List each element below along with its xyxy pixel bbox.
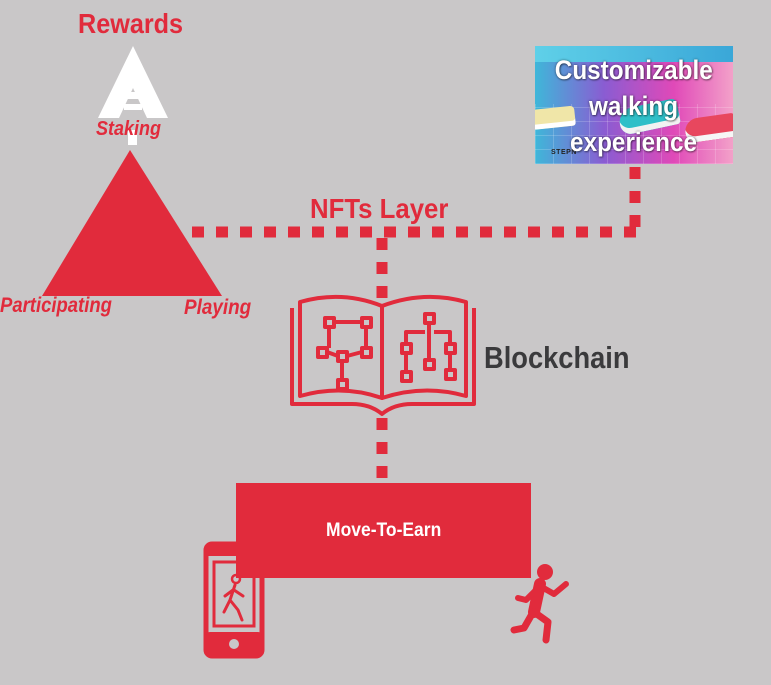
blockchain-label: Blockchain (484, 340, 630, 375)
pyramid-triangle-icon (42, 150, 222, 296)
caption-line-1: Customizable (555, 55, 713, 85)
move-to-earn-box: Move-To-Earn (236, 483, 531, 578)
move-to-earn-label: Move-To-Earn (325, 519, 442, 541)
up-arrow-icon (98, 46, 168, 145)
media-card-top-strip (535, 46, 733, 62)
playing-label: Playing (184, 296, 252, 319)
open-book-flowchart-icon (290, 294, 476, 416)
media-card-brand: STEPN (551, 149, 577, 156)
rewards-label: Rewards (78, 8, 184, 39)
caption-line-2: walking (589, 91, 679, 121)
participating-label: Participating (0, 294, 112, 317)
nfts-layer-connector (192, 167, 642, 483)
media-card-caption: Customizable walking experience (535, 52, 733, 160)
customizable-walking-image: STEPN Customizable walking experience (535, 46, 733, 164)
nfts-layer-label: NFTs Layer (310, 193, 449, 224)
caption-line-3: experience (570, 127, 698, 157)
staking-label: Staking (96, 118, 162, 140)
running-person-icon (510, 564, 569, 644)
